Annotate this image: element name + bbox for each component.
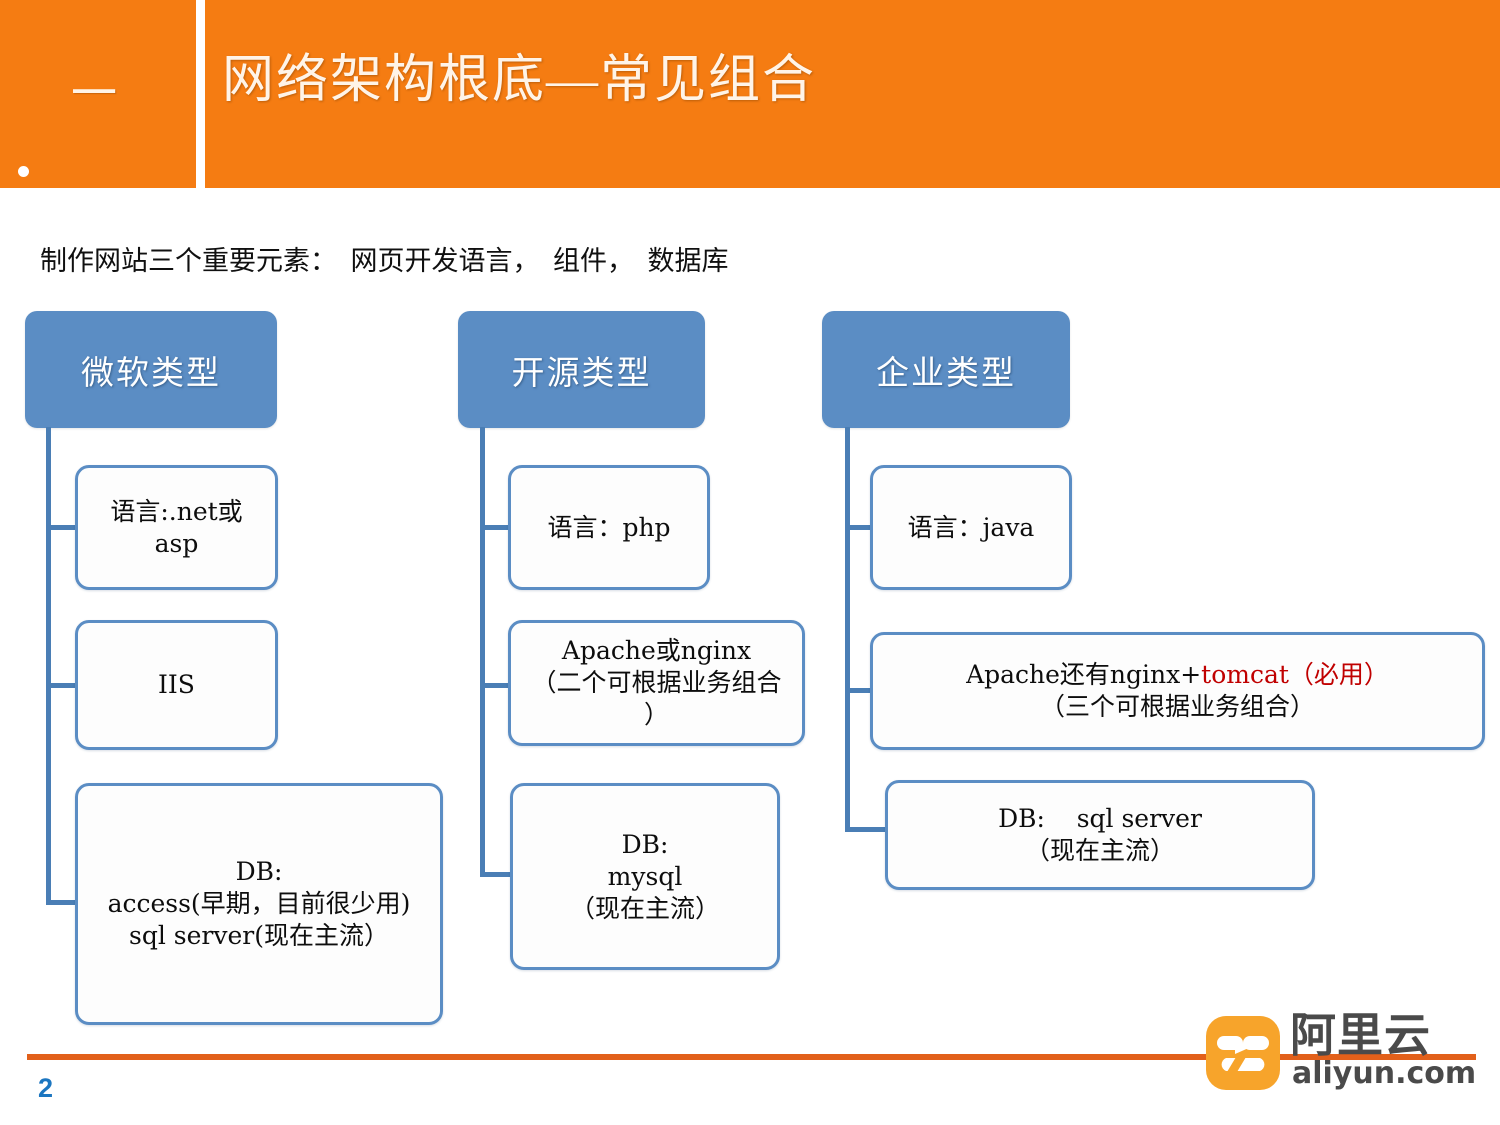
aliyun-mark-icon	[1206, 1016, 1280, 1090]
node-line: 语言：php	[547, 512, 671, 542]
node-microsoft-database[interactable]: DB: access(早期，目前很少用) sql server(现在主流）	[75, 783, 443, 1025]
node-line-highlight: tomcat（必用）	[1201, 660, 1389, 689]
page-number: 2	[38, 1073, 54, 1103]
node-line: DB:	[621, 829, 669, 859]
node-line: ）	[643, 700, 669, 729]
column-head-opensource[interactable]: 开源类型	[458, 311, 705, 428]
node-line: 语言:.net或	[110, 496, 243, 526]
column-head-enterprise[interactable]: 企业类型	[822, 311, 1070, 428]
connector-branch-opensource-2	[480, 683, 512, 688]
subtitle-text: 制作网站三个重要元素： 网页开发语言， 组件， 数据库	[40, 246, 729, 276]
header-title-block	[205, 0, 1500, 188]
connector-trunk-opensource	[480, 427, 485, 877]
node-microsoft-language[interactable]: 语言:.net或 asp	[75, 465, 278, 590]
bullet-dot-icon	[18, 166, 29, 177]
connector-branch-microsoft-2	[46, 683, 78, 688]
node-line-composite: Apache还有nginx+tomcat（必用）	[966, 659, 1389, 691]
node-line: access(早期，目前很少用)	[107, 889, 411, 918]
node-opensource-web-server[interactable]: Apache或nginx （二个可根据业务组合 ）	[508, 620, 805, 746]
connector-branch-enterprise-1	[845, 525, 877, 530]
connector-branch-enterprise-3	[845, 827, 893, 832]
node-line: （现在主流）	[1024, 836, 1175, 865]
node-enterprise-language[interactable]: 语言：java	[870, 465, 1072, 590]
header-section-number: 一	[71, 68, 117, 119]
aliyun-logo-cn: 阿里云	[1290, 1008, 1431, 1062]
footer-divider	[27, 1054, 1476, 1060]
connector-branch-enterprise-2	[845, 688, 877, 693]
header-section-number-block: 一	[0, 0, 196, 188]
node-opensource-language[interactable]: 语言：php	[508, 465, 710, 590]
node-line: Apache或nginx	[561, 636, 752, 665]
page-title: 网络架构根底—常见组合	[222, 52, 817, 109]
node-line: （现在主流）	[569, 893, 720, 923]
connector-trunk-microsoft	[46, 427, 51, 905]
node-line: DB:	[235, 857, 283, 886]
node-line: sql server(现在主流）	[129, 921, 389, 950]
node-line: 语言：java	[907, 512, 1035, 542]
node-line: asp	[154, 528, 199, 558]
node-line: （二个可根据业务组合	[531, 668, 782, 697]
node-line: mysql	[607, 861, 683, 891]
aliyun-logo-en: aliyun.com	[1292, 1056, 1477, 1091]
connector-trunk-enterprise	[845, 427, 850, 832]
node-line: DB: sql server	[998, 804, 1202, 833]
node-line: IIS	[158, 670, 195, 699]
node-enterprise-database[interactable]: DB: sql server （现在主流）	[885, 780, 1315, 890]
node-enterprise-web-server[interactable]: Apache还有nginx+tomcat（必用） （三个可根据业务组合）	[870, 632, 1485, 750]
node-line-text: Apache还有nginx+	[966, 660, 1202, 689]
connector-branch-microsoft-1	[46, 525, 78, 530]
column-head-microsoft[interactable]: 微软类型	[25, 311, 277, 428]
connector-branch-opensource-3	[480, 872, 512, 877]
connector-branch-opensource-1	[480, 525, 512, 530]
node-microsoft-web-server[interactable]: IIS	[75, 620, 278, 750]
node-opensource-database[interactable]: DB: mysql （现在主流）	[510, 783, 780, 970]
connector-branch-microsoft-3	[46, 900, 78, 905]
aliyun-logo: 阿里云 aliyun.com	[1206, 1010, 1488, 1096]
node-line: （三个可根据业务组合）	[1039, 692, 1315, 721]
